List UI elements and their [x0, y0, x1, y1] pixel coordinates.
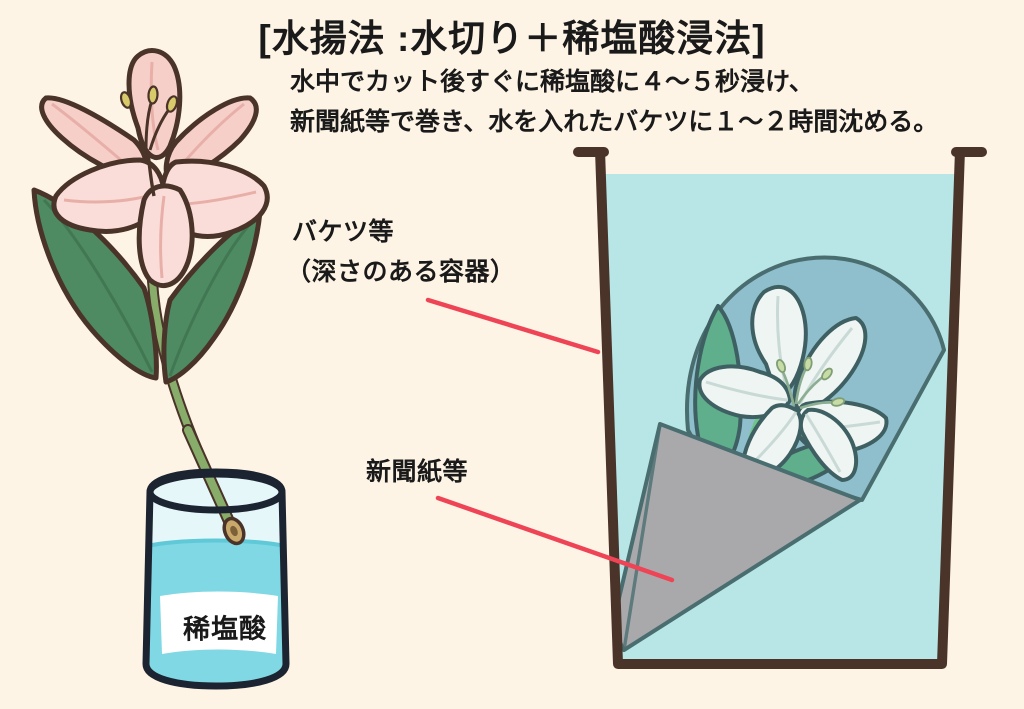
leader-line-newspaper — [435, 495, 675, 583]
glass-label-background — [160, 591, 278, 654]
hydrochloric-acid-glass — [142, 424, 290, 690]
lily-petal-bottom-vein — [159, 195, 166, 279]
bouquet-lily-stamens — [775, 356, 846, 410]
lily-pistil — [146, 151, 156, 197]
page-title: [水揚法 :水切り＋稀塩酸浸法] — [258, 18, 766, 59]
annotation-bucket-line-1: バケツ等 — [292, 218, 395, 246]
glass-rim — [146, 470, 286, 514]
bouquet-lily-petal-upright — [792, 316, 868, 414]
bouquet-white-lily — [697, 285, 889, 482]
glass-liquid-surface — [146, 538, 286, 550]
lily-leaf-right-vein — [168, 220, 254, 377]
lily-petal-bottom — [136, 183, 195, 288]
lily-stamens — [119, 85, 179, 197]
annotation-newspaper-label: 新聞紙等 — [366, 458, 469, 486]
description-line-1: 水中でカット後すぐに稀塩酸に４～５秒浸け、 — [290, 68, 814, 96]
bucket-illustration — [573, 147, 987, 669]
lily-leaf-right — [161, 209, 263, 385]
glass-label-text: 稀塩酸 — [182, 613, 268, 645]
lily-petal-upper-vein — [149, 61, 160, 151]
pink-lily-illustration — [31, 48, 270, 549]
wrapped-bouquet — [610, 255, 946, 652]
annotation-bucket-line-2: （深さのある容器） — [286, 258, 516, 286]
bucket-body-outline — [595, 149, 965, 669]
leader-line-bucket — [425, 297, 601, 355]
bouquet-wrap-lower-fold — [622, 423, 662, 651]
description-line-2: 新聞紙等で巻き、水を入れたバケツに１～２時間沈める。 — [290, 108, 939, 136]
